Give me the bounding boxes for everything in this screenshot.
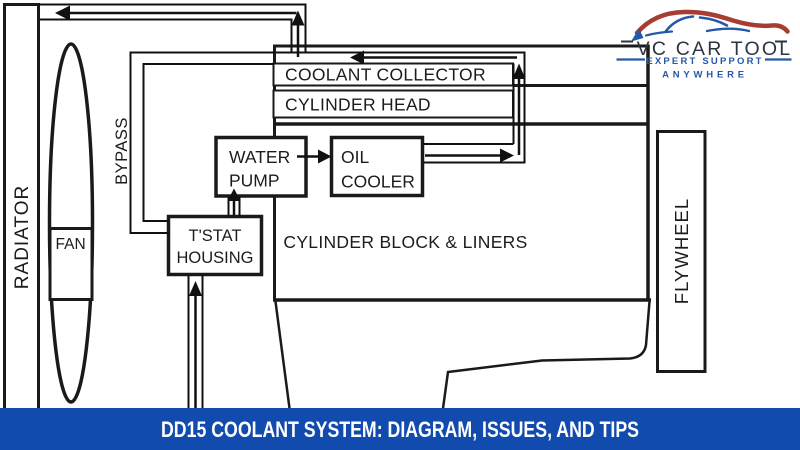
logo-tagline-line1: EXPERT SUPPORT (646, 56, 763, 67)
oil-pan-left-slant (274, 301, 292, 413)
water-pump-label-line1: WATER (229, 147, 290, 167)
arrowhead-up-right-riser (512, 63, 526, 79)
diagram-labels: RADIATOR FAN BYPASS COOLANT COLLECTOR CY… (12, 65, 692, 305)
radiator-outline (3, 3, 40, 414)
coolant-collector-label: COOLANT COLLECTOR (285, 65, 486, 85)
title-banner: DD15 COOLANT SYSTEM: DIAGRAM, ISSUES, AN… (0, 408, 800, 450)
car-front-lower-line (644, 30, 674, 37)
water-pump-label-line2: PUMP (229, 171, 280, 191)
fan-box (48, 227, 94, 301)
radiator-label: RADIATOR (12, 185, 33, 289)
logo-title: VC CAR TOOL (637, 38, 793, 60)
arrowhead-up-riser (291, 10, 305, 26)
flywheel-box (656, 130, 707, 373)
car-front-arrow-icon (631, 28, 644, 42)
bypass-outer-wall (129, 51, 169, 234)
engine-structure-lines (3, 3, 651, 414)
arrowhead-up-supply (189, 281, 202, 296)
car-silhouette-icon (634, 9, 790, 37)
arrowhead-right-oil-out (500, 148, 514, 163)
channel-outer-wall (130, 51, 526, 164)
water-pump-box (214, 135, 308, 198)
oil-cooler-label-line1: OIL (341, 147, 369, 167)
car-body-red-swoosh (634, 9, 790, 36)
flow-arrows (55, 5, 526, 412)
fan-label: FAN (56, 236, 86, 253)
fan-blade-ellipse (47, 42, 95, 404)
logo-tagline-line2: ANYWHERE (662, 70, 748, 81)
flywheel-label: FLYWHEEL (671, 198, 692, 304)
vc-car-tool-logo: VC CAR TOOL EXPERT SUPPORT ANYWHERE (616, 9, 793, 81)
car-windshield-line (664, 15, 695, 33)
page-title: DD15 COOLANT SYSTEM: DIAGRAM, ISSUES, AN… (161, 417, 639, 442)
arrowhead-left-to-radiator (55, 5, 70, 21)
top-pipe-outer-wall (39, 3, 307, 53)
bypass-label: BYPASS (113, 117, 131, 185)
oil-cooler-label-line2: COOLER (341, 172, 415, 192)
tstat-label-line1: T'STAT (189, 227, 242, 245)
bypass-inner-wall (142, 63, 169, 222)
oil-cooler-box (329, 135, 425, 198)
car-rear-window-line (698, 16, 729, 27)
arrowhead-up-tstat-to-pump (227, 188, 241, 201)
component-boxes (48, 62, 707, 373)
cylinder-block-label: CYLINDER BLOCK & LINERS (283, 232, 527, 252)
coolant-pipes (39, 3, 526, 412)
title-banner-background (0, 408, 800, 450)
car-rear-deck-line (705, 27, 751, 33)
arrowhead-left-channel (350, 50, 364, 65)
cylinder-head-label: CYLINDER HEAD (285, 95, 431, 115)
tstat-housing-box (166, 214, 264, 277)
oil-pan-right-profile (441, 301, 651, 413)
top-pipe-inner-wall (39, 18, 293, 53)
tstat-label-line2: HOUSING (176, 249, 253, 267)
arrowhead-right-pump-to-cooler (318, 149, 332, 164)
cylinder-head-box (272, 89, 514, 119)
